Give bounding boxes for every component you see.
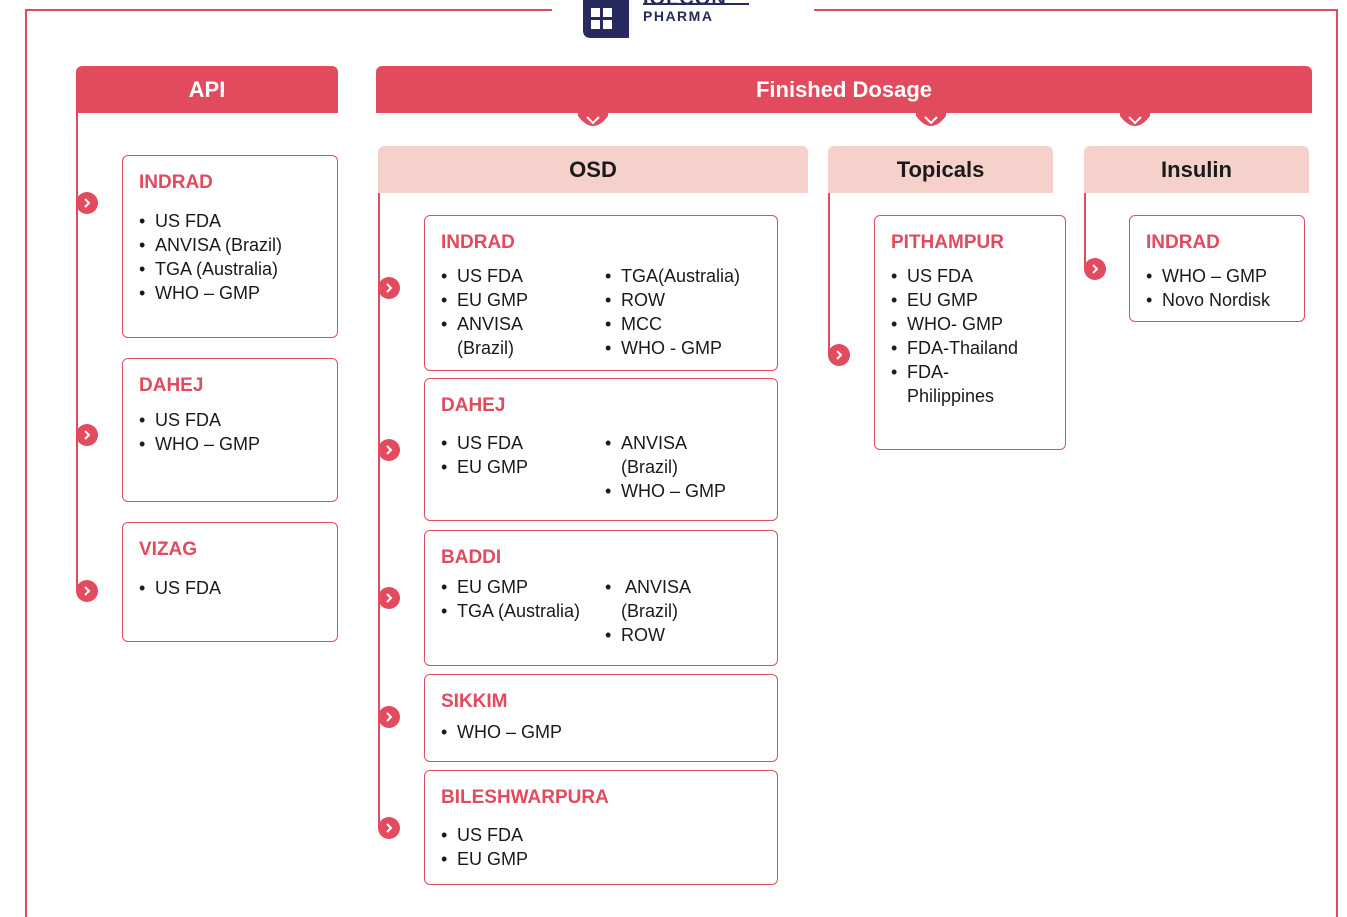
cert-item: ANVISA (Brazil): [139, 233, 282, 257]
cert-item: TGA (Australia): [139, 257, 282, 281]
insulin-connector-line: [1084, 193, 1086, 269]
cert-list: WHO – GMP Novo Nordisk: [1146, 264, 1270, 312]
frame-left: [25, 9, 27, 917]
osd-card-baddi: BADDI EU GMP TGA (Australia) ANVISA (Bra…: [424, 530, 778, 666]
card-title: BILESHWARPURA: [441, 787, 609, 808]
card-title: DAHEJ: [441, 395, 506, 416]
cert-item: ROW: [605, 288, 740, 312]
osd-header: OSD: [378, 146, 808, 193]
cert-item: Novo Nordisk: [1146, 288, 1270, 312]
osd-card-indrad: INDRAD US FDA EU GMP ANVISA (Brazil) TGA…: [424, 215, 778, 371]
api-card-vizag: VIZAG US FDA: [122, 522, 338, 642]
topicals-connector-line: [828, 193, 830, 353]
logo-text: PHARMA: [643, 8, 714, 24]
card-title: INDRAD: [441, 232, 515, 253]
card-title: INDRAD: [139, 172, 213, 193]
cert-item: EU GMP: [441, 575, 580, 599]
cert-item: WHO – GMP: [139, 281, 282, 305]
cert-list: US FDA EU GMP WHO- GMP FDA-Thailand FDA-…: [891, 264, 1018, 408]
frame-right: [1336, 9, 1338, 917]
cert-list: US FDA WHO – GMP: [139, 408, 260, 456]
cert-item: WHO- GMP: [891, 312, 1018, 336]
api-dahej-chevron-icon: [76, 424, 98, 446]
card-title: INDRAD: [1146, 232, 1220, 253]
cert-item: WHO - GMP: [605, 336, 740, 360]
cert-item: WHO – GMP: [605, 479, 726, 503]
cert-list: ANVISA (Brazil) ROW: [605, 575, 691, 647]
topicals-card-pithampur: PITHAMPUR US FDA EU GMP WHO- GMP FDA-Tha…: [874, 215, 1066, 450]
cert-list: TGA(Australia) ROW MCC WHO - GMP: [605, 264, 740, 360]
osd-baddi-chevron-icon: [378, 587, 400, 609]
cert-list: US FDA: [139, 576, 221, 600]
osd-dahej-chevron-icon: [378, 439, 400, 461]
api-connector-line: [76, 113, 78, 591]
cert-item: EU GMP: [441, 288, 528, 312]
insulin-indrad-chevron-icon: [1084, 258, 1106, 280]
cert-item: FDA-Thailand: [891, 336, 1018, 360]
cert-item: EU GMP: [441, 847, 528, 871]
cert-list: US FDA EU GMP: [441, 431, 528, 479]
company-logo: IOLCON PHARMA: [583, 0, 783, 38]
cert-item: TGA(Australia): [605, 264, 740, 288]
chevron-down-icon: [578, 110, 608, 126]
cert-item: WHO – GMP: [441, 720, 562, 744]
osd-card-sikkim: SIKKIM WHO – GMP: [424, 674, 778, 762]
logo-mark-icon: [583, 0, 629, 38]
cert-item: EU GMP: [891, 288, 1018, 312]
finished-dosage-header: Finished Dosage: [376, 66, 1312, 113]
cert-item: FDA- Philippines: [891, 360, 1018, 408]
insulin-card-indrad: INDRAD WHO – GMP Novo Nordisk: [1129, 215, 1305, 322]
api-card-indrad: INDRAD US FDA ANVISA (Brazil) TGA (Austr…: [122, 155, 338, 338]
card-title: PITHAMPUR: [891, 232, 1004, 253]
api-header: API: [76, 66, 338, 113]
cert-list: ANVISA (Brazil) WHO – GMP: [605, 431, 726, 503]
card-title: SIKKIM: [441, 691, 508, 712]
cert-item: US FDA: [441, 264, 528, 288]
chevron-down-icon: [916, 110, 946, 126]
osd-sikkim-chevron-icon: [378, 706, 400, 728]
cert-item: ANVISA (Brazil): [605, 575, 691, 623]
api-card-dahej: DAHEJ US FDA WHO – GMP: [122, 358, 338, 502]
cert-item: US FDA: [441, 431, 528, 455]
card-title: DAHEJ: [139, 375, 204, 396]
card-title: VIZAG: [139, 539, 198, 560]
cert-item: US FDA: [441, 823, 528, 847]
frame-top-right: [814, 9, 1338, 11]
osd-connector-line: [378, 193, 380, 828]
api-indrad-chevron-icon: [76, 192, 98, 214]
cert-item: ROW: [605, 623, 691, 647]
topicals-pithampur-chevron-icon: [828, 344, 850, 366]
cert-list: EU GMP TGA (Australia): [441, 575, 580, 623]
cert-item: US FDA: [139, 408, 260, 432]
cert-item: ANVISA (Brazil): [441, 312, 528, 360]
osd-card-bileshwarpura: BILESHWARPURA US FDA EU GMP: [424, 770, 778, 885]
cert-list: US FDA EU GMP ANVISA (Brazil): [441, 264, 528, 360]
api-vizag-chevron-icon: [76, 580, 98, 602]
chevron-down-icon: [1120, 110, 1150, 126]
cert-item: US FDA: [891, 264, 1018, 288]
cert-item: WHO – GMP: [1146, 264, 1270, 288]
cert-item: WHO – GMP: [139, 432, 260, 456]
osd-card-dahej: DAHEJ US FDA EU GMP ANVISA (Brazil) WHO …: [424, 378, 778, 521]
cert-item: US FDA: [139, 209, 282, 233]
osd-indrad-chevron-icon: [378, 277, 400, 299]
card-title: BADDI: [441, 547, 502, 568]
cert-item: US FDA: [139, 576, 221, 600]
cert-item: ANVISA (Brazil): [605, 431, 726, 479]
cert-list: US FDA ANVISA (Brazil) TGA (Australia) W…: [139, 209, 282, 305]
topicals-header: Topicals: [828, 146, 1053, 193]
logo-rule: [643, 3, 749, 5]
frame-top-left: [25, 9, 552, 11]
insulin-header: Insulin: [1084, 146, 1309, 193]
cert-list: US FDA EU GMP: [441, 823, 528, 871]
cert-item: MCC: [605, 312, 740, 336]
osd-bileshwarpura-chevron-icon: [378, 817, 400, 839]
cert-list: WHO – GMP: [441, 720, 562, 744]
cert-item: TGA (Australia): [441, 599, 580, 623]
logo-text-top: IOLCON: [643, 0, 727, 11]
cert-item: EU GMP: [441, 455, 528, 479]
